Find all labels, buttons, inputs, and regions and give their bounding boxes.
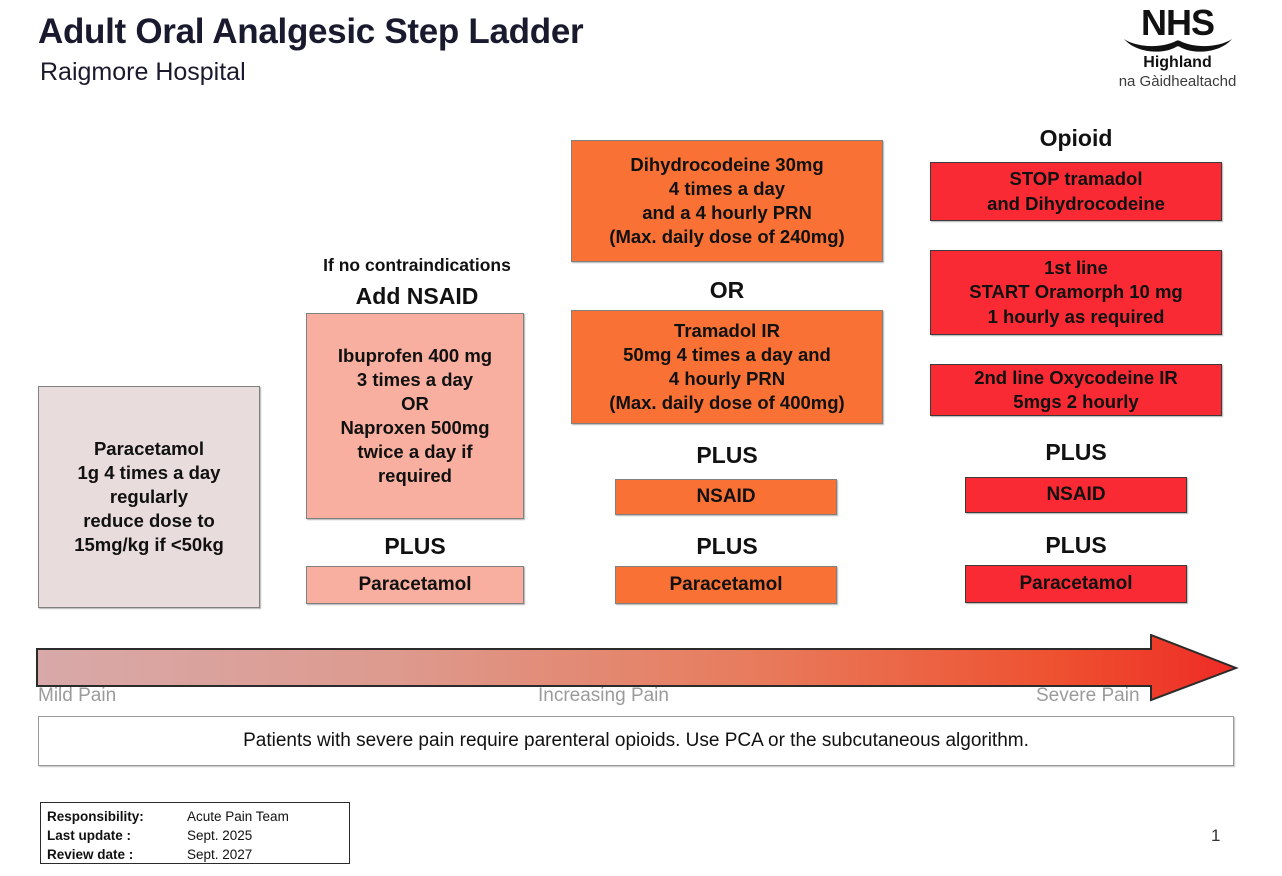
meta-key: Review date : xyxy=(47,847,134,863)
meta-value: Acute Pain Team xyxy=(187,809,289,824)
step-3-connector-or: OR xyxy=(709,277,745,303)
nhs-wordmark: NHS xyxy=(1140,2,1215,43)
meta-key: Responsibility: xyxy=(47,809,144,824)
step-2-paracetamol-box: Paracetamol xyxy=(306,566,524,604)
step-4-oxycodeine-box: 2nd line Oxycodeine IR 5mgs 2 hourly xyxy=(930,364,1222,416)
step-4-stop-weak-opioids-box: STOP tramadol and Dihydrocodeine xyxy=(930,162,1222,221)
step-3-connector-plus-paracetamol: PLUS xyxy=(696,533,758,559)
nhs-org-name: Highland xyxy=(1143,54,1212,72)
increasing-pain-arrow-icon xyxy=(36,633,1239,702)
page-subtitle: Raigmore Hospital xyxy=(40,58,246,86)
step-4-heading: Opioid xyxy=(1039,125,1113,151)
pain-label-severe: Severe Pain xyxy=(1036,685,1140,706)
step-4-paracetamol-box: Paracetamol xyxy=(965,565,1187,603)
step-1-paracetamol-box: Paracetamol 1g 4 times a day regularly r… xyxy=(38,386,260,608)
step-4-nsaid-box: NSAID xyxy=(965,477,1187,513)
document-control-table: Responsibility: Acute Pain Team Last upd… xyxy=(40,802,350,864)
page-title: Adult Oral Analgesic Step Ladder xyxy=(38,12,584,51)
nhs-gaelic-name: na Gàidhealtachd xyxy=(1118,72,1237,90)
meta-row: Review date : Sept. 2027 xyxy=(47,845,349,864)
step-3-dihydrocodeine-box: Dihydrocodeine 30mg 4 times a day and a … xyxy=(571,140,883,262)
step-4-connector-plus-paracetamol: PLUS xyxy=(1045,532,1107,558)
page-number: 1 xyxy=(1211,826,1221,845)
step-3-connector-plus-nsaid: PLUS xyxy=(696,442,758,468)
step-2-heading: If no contraindications xyxy=(323,255,511,275)
step-3-tramadol-box: Tramadol IR 50mg 4 times a day and 4 hou… xyxy=(571,310,883,424)
nhs-logo: NHS Highland na Gàidhealtachd xyxy=(1090,2,1265,90)
meta-value: Sept. 2025 xyxy=(187,828,253,844)
meta-row: Last update : Sept. 2025 xyxy=(47,826,349,845)
pain-severity-arrow: Mild Pain Increasing Pain Severe Pain xyxy=(36,633,1240,706)
step-4-connector-plus-nsaid: PLUS xyxy=(1045,439,1107,465)
step-3-paracetamol-box: Paracetamol xyxy=(615,566,837,604)
pain-label-mild: Mild Pain xyxy=(38,685,117,706)
meta-value: Sept. 2027 xyxy=(187,847,253,863)
step-2-subheading: Add NSAID xyxy=(355,283,479,309)
step-3-nsaid-box: NSAID xyxy=(615,479,837,515)
pain-label-increasing: Increasing Pain xyxy=(538,685,669,706)
step-4-oramorph-box: 1st line START Oramorph 10 mg 1 hourly a… xyxy=(930,250,1222,335)
meta-key: Last update : xyxy=(47,828,132,844)
nhs-swoosh-icon xyxy=(1123,39,1232,52)
step-2-connector-plus: PLUS xyxy=(384,533,446,559)
step-2-nsaid-box: Ibuprofen 400 mg 3 times a day OR Naprox… xyxy=(306,313,524,519)
meta-row: Responsibility: Acute Pain Team xyxy=(47,807,349,826)
severe-pain-notice: Patients with severe pain require parent… xyxy=(38,716,1234,766)
